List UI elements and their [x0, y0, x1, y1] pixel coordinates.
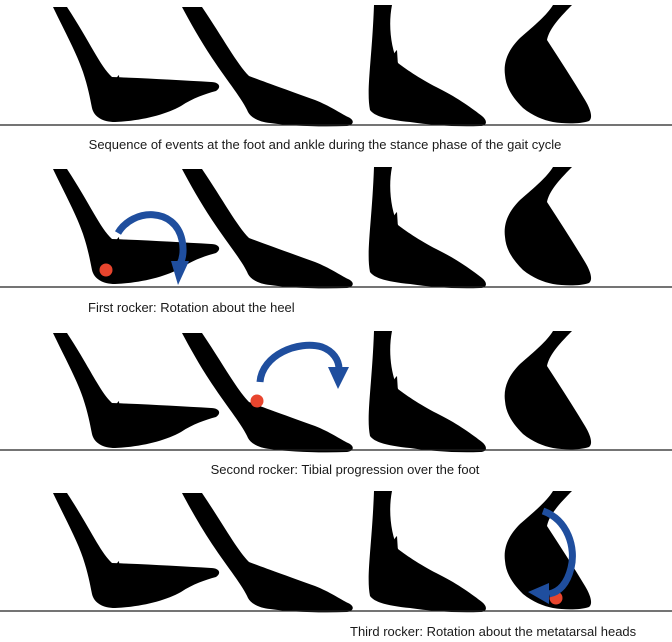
- foot-foot-flat: [182, 169, 353, 289]
- foot-midstance-faded: [368, 167, 486, 289]
- heel-pivot-dot: [99, 263, 113, 277]
- foot-foot-flat-faded: [182, 493, 353, 613]
- rotation-arrow-icon: [528, 507, 576, 604]
- ankle-pivot-dot: [250, 394, 264, 408]
- rotation-arrow-icon: [256, 341, 349, 389]
- foot-heel-off-faded: [504, 167, 592, 286]
- foot-midstance: [368, 491, 486, 613]
- rotation-arrow-icon: [115, 211, 189, 285]
- foot-heel-off: [504, 5, 592, 124]
- panel-4-caption: Third rocker: Rotation about the metatar…: [350, 624, 637, 639]
- foot-heel-off-faded: [504, 331, 592, 450]
- panel-2: First rocker: Rotation about the heel: [0, 167, 672, 315]
- foot-midstance: [368, 331, 486, 453]
- panel-3-caption: Second rocker: Tibial progression over t…: [211, 462, 480, 477]
- panel-2-caption: First rocker: Rotation about the heel: [88, 300, 295, 315]
- panel-3: Second rocker: Tibial progression over t…: [0, 331, 672, 477]
- panel-1-caption: Sequence of events at the foot and ankle…: [89, 137, 562, 152]
- foot-midstance: [368, 5, 486, 127]
- foot-foot-flat: [182, 7, 353, 127]
- panel-1: Sequence of events at the foot and ankle…: [0, 5, 672, 152]
- panel-4: Third rocker: Rotation about the metatar…: [0, 491, 672, 639]
